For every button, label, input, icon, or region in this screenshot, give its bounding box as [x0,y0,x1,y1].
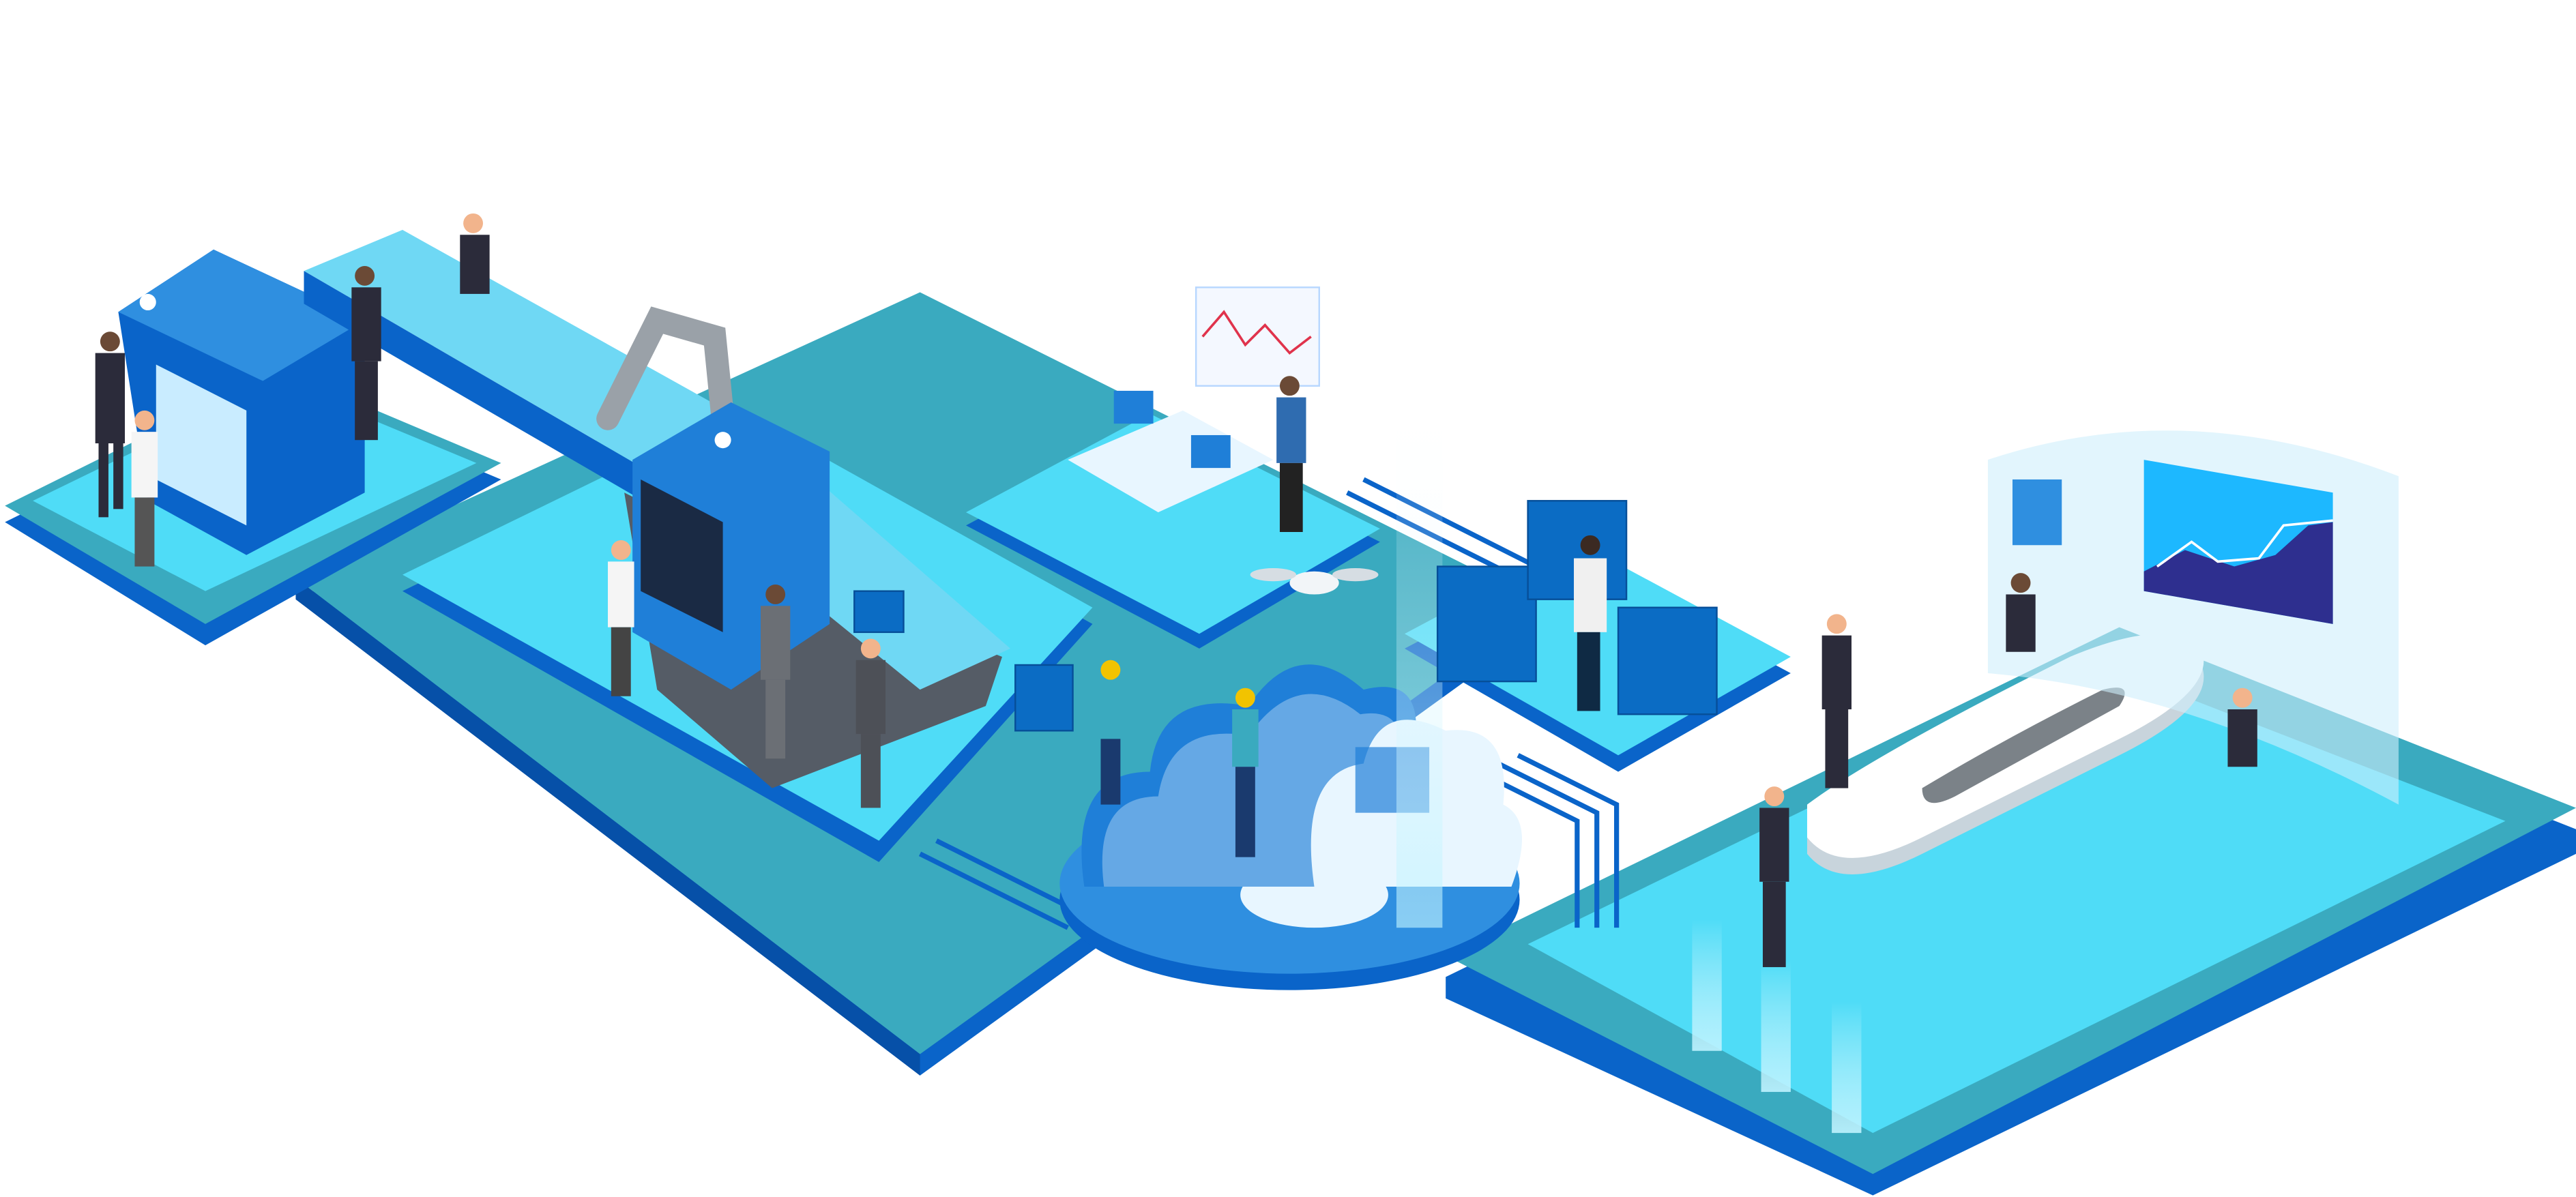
holographic-dashboard [1987,430,2399,805]
person [460,213,490,294]
analytics-kiosk [118,249,365,555]
person [131,410,158,567]
person [760,585,791,759]
person [1574,535,1607,711]
person [1276,376,1306,532]
people [95,213,2257,967]
person [351,266,381,441]
lock-icon [2012,479,2062,546]
storage-boxes [853,500,1718,732]
person [1097,660,1124,805]
person [2227,688,2257,767]
person [608,540,634,696]
kiosk-screen [156,364,247,526]
person [1821,614,1852,788]
person [855,638,886,808]
person [95,331,126,518]
robot-arm [596,306,735,430]
person [1232,688,1259,857]
monitor-icon [1190,434,1231,469]
person [1759,786,1789,967]
developer-desk [1068,286,1320,513]
chart-board [1195,286,1320,387]
light-beams [1396,385,1862,1134]
drone [1250,567,1379,595]
monitor-icon [1113,390,1154,424]
person [2006,573,2036,652]
